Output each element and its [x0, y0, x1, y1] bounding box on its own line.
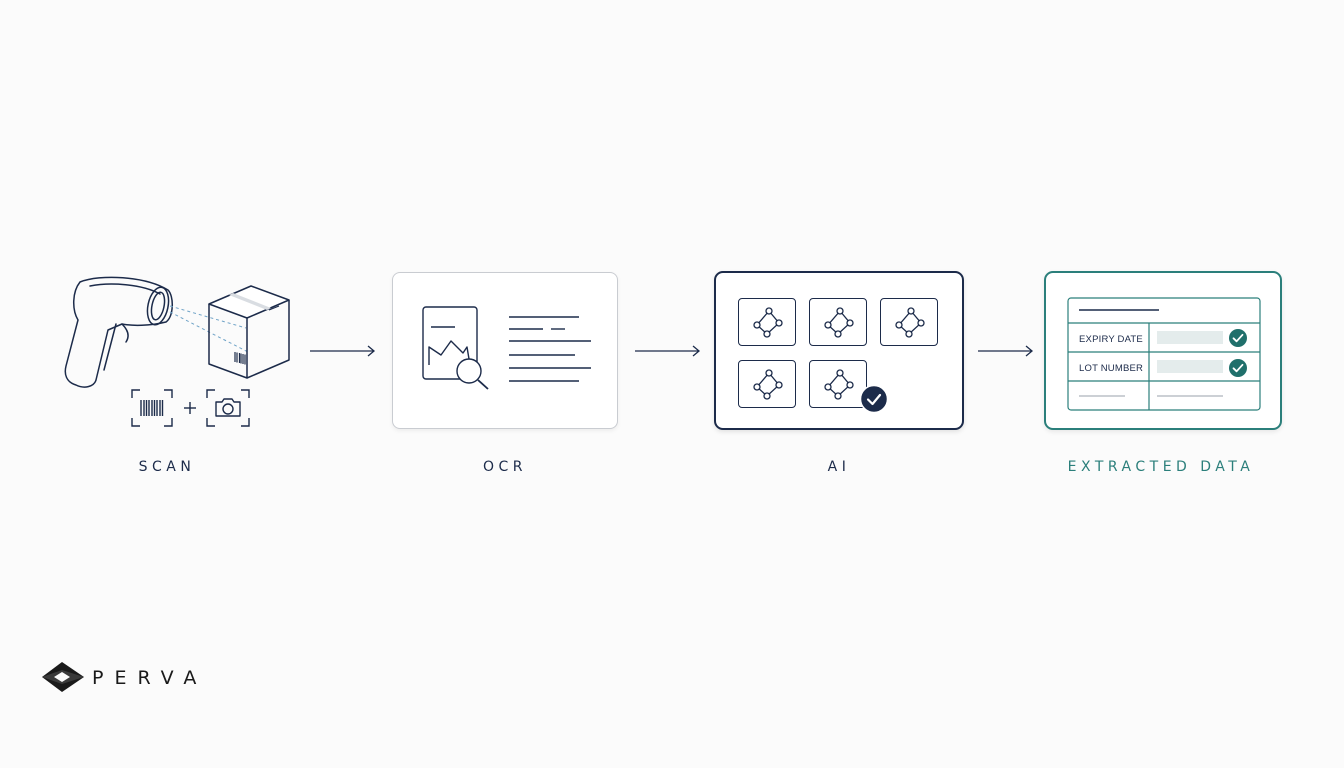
plus-icon [184, 402, 196, 414]
text-lines-icon [509, 316, 591, 382]
step-label-scan: SCAN [138, 459, 196, 475]
ocr-panel [392, 272, 618, 429]
step-label-ai: AI [827, 459, 851, 475]
arrow-right-icon [978, 345, 1034, 357]
scan-step [50, 270, 310, 440]
perva-logo-icon [42, 662, 84, 692]
data-table-frame [1067, 297, 1261, 411]
field-label-expiry-date: EXPIRY DATE [1079, 334, 1143, 345]
check-circle-icon [1229, 359, 1247, 377]
barcode-scanner-icon [64, 276, 249, 388]
step-label-extracted-data: EXTRACTED DATA [1067, 459, 1255, 475]
node-graph-icon [738, 298, 796, 346]
step-label-ocr: OCR [482, 459, 528, 475]
extracted-data-panel: EXPIRY DATE LOT NUMBER [1044, 271, 1282, 430]
barcode-frame-icon [131, 389, 173, 427]
check-circle-icon [1229, 329, 1247, 347]
node-graph-icon [809, 360, 867, 408]
arrow-right-icon [635, 345, 701, 357]
camera-frame-icon [206, 389, 250, 427]
document-search-icon [422, 306, 489, 390]
brand-wordmark: PERVA [92, 667, 208, 689]
checkmark-badge-icon [859, 384, 889, 414]
node-graph-icon [880, 298, 938, 346]
node-graph-icon [738, 360, 796, 408]
arrow-right-icon [310, 345, 376, 357]
node-graph-icon [809, 298, 867, 346]
package-box-icon [208, 285, 290, 379]
ai-panel [714, 271, 964, 430]
field-label-lot-number: LOT NUMBER [1079, 363, 1144, 374]
